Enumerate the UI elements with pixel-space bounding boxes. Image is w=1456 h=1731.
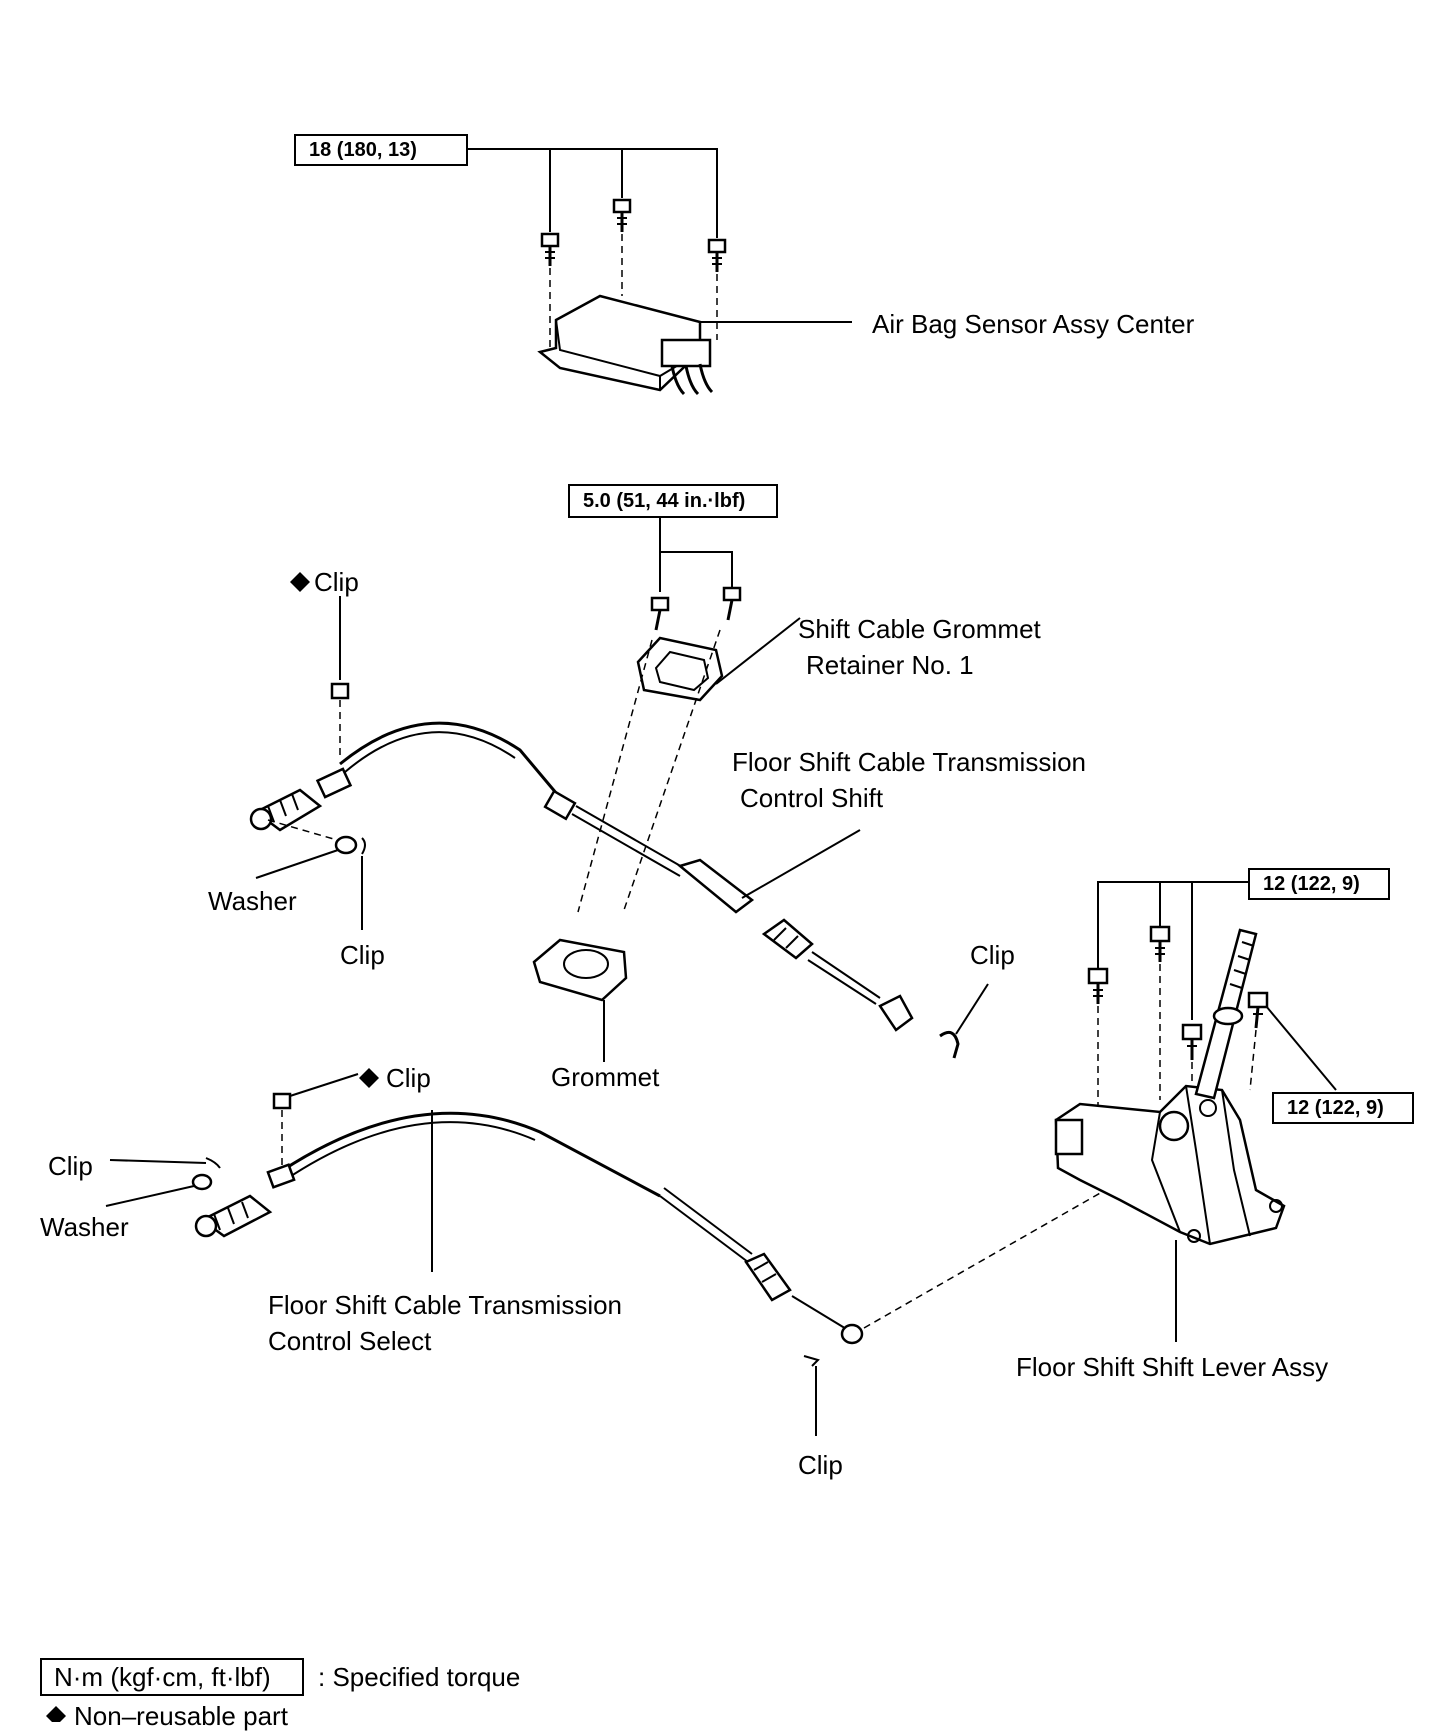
select-cable-icon xyxy=(194,1110,1117,1345)
label-washer-lower: Washer xyxy=(40,1212,129,1242)
lever-leaders xyxy=(1097,881,1337,1091)
airbag-leaders xyxy=(466,148,718,238)
airbag-sensor-icon xyxy=(537,294,852,396)
grommet-icon xyxy=(532,938,628,1062)
shift-lever-assy-icon xyxy=(1054,928,1286,1342)
label-select-cable-line1: Floor Shift Cable Transmission xyxy=(268,1290,623,1320)
label-clip-right-upper: Clip xyxy=(970,940,1015,970)
black-diamond-icon xyxy=(46,572,379,1722)
washer-upper-icon xyxy=(255,819,366,930)
bolt-icon xyxy=(650,586,742,631)
retainer-leaders xyxy=(659,518,733,592)
torque-spec-airbag: 18 (180, 13) xyxy=(294,134,468,166)
torque-spec-lever-top: 12 (122, 9) xyxy=(1248,868,1390,900)
bolt-icon xyxy=(1087,925,1269,1060)
label-clip-top: Clip xyxy=(314,567,359,597)
torque-spec-lever-side: 12 (122, 9) xyxy=(1272,1092,1414,1124)
label-lever-assy: Floor Shift Shift Lever Assy xyxy=(1016,1352,1329,1382)
legend-torque-unit: N·m (kgf·cm, ft·lbf) xyxy=(40,1658,304,1696)
label-shift-cable-line2: Control Shift xyxy=(740,783,884,813)
legend-nonreusable: Non–reusable part xyxy=(74,1701,288,1731)
label-clip-bottom: Clip xyxy=(798,1450,843,1480)
label-retainer-line2: Retainer No. 1 xyxy=(806,650,974,680)
clip-bottom-icon xyxy=(803,1355,820,1436)
clip-top-icon xyxy=(330,596,350,760)
label-clip-left-lower: Clip xyxy=(48,1151,93,1181)
label-airbag-sensor: Air Bag Sensor Assy Center xyxy=(872,309,1195,339)
shift-cable-upper-icon xyxy=(249,721,914,1032)
torque-spec-retainer: 5.0 (51, 44 in.·lbf) xyxy=(568,484,778,518)
grommet-dashes xyxy=(577,629,721,913)
label-clip-mid: Clip xyxy=(386,1063,431,1093)
bolt-icon xyxy=(540,198,727,272)
label-select-cable-line2: Control Select xyxy=(268,1326,432,1356)
shift-cable-grommet-retainer-icon xyxy=(636,617,801,702)
label-clip-upper: Clip xyxy=(340,940,385,970)
legend-torque-desc: : Specified torque xyxy=(318,1662,521,1692)
label-washer-upper: Washer xyxy=(208,886,297,916)
label-shift-cable-line1: Floor Shift Cable Transmission xyxy=(732,747,1087,777)
label-retainer-line1: Shift Cable Grommet xyxy=(798,614,1041,644)
clip-washer-lower-icon xyxy=(105,1157,221,1207)
clip-right-upper-icon xyxy=(939,983,989,1059)
clip-mid-icon xyxy=(272,1073,359,1170)
label-grommet: Grommet xyxy=(551,1062,660,1092)
airbag-dashes xyxy=(549,234,718,352)
